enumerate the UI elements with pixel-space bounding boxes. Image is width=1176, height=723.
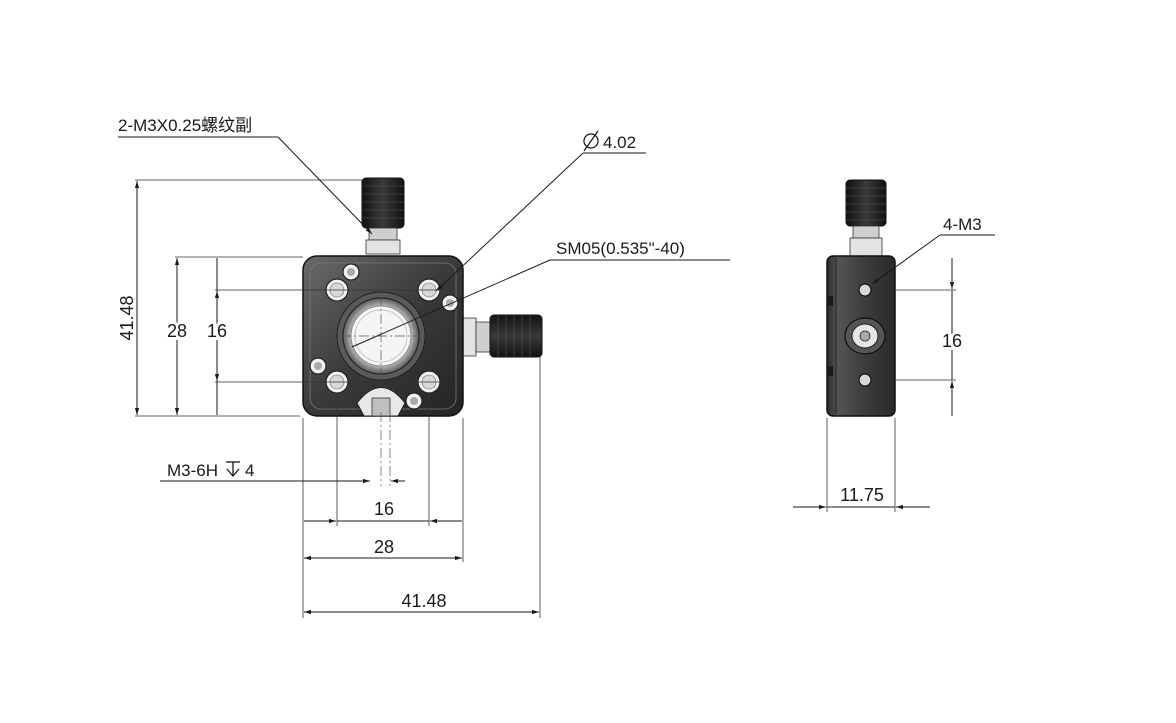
dim-width-mid: 28 — [374, 537, 394, 557]
depth-symbol-icon — [226, 461, 240, 477]
side-dim-hole-spacing: 16 — [942, 331, 962, 351]
callout-sm05: SM05(0.535"-40) — [556, 239, 685, 258]
side-hole — [858, 373, 872, 387]
bottom-slot — [356, 387, 406, 417]
side-view-knob — [845, 179, 887, 257]
dim-width-inner: 16 — [374, 499, 394, 519]
dim-height-inner: 16 — [207, 321, 227, 341]
side-adjuster-knob — [461, 314, 543, 358]
dim-height-mid: 28 — [167, 321, 187, 341]
top-adjuster-knob — [361, 177, 405, 255]
callout-thread: 2-M3X0.25螺纹副 — [118, 116, 252, 135]
front-view: 41.48 28 16 16 28 41.48 2-M3X0.25螺纹副 4.0… — [117, 116, 730, 618]
side-hole — [858, 283, 872, 297]
dim-height-outer: 41.48 — [117, 295, 137, 340]
callout-tap-depth: 4 — [245, 461, 254, 480]
callout-side-holes: 4-M3 — [943, 215, 982, 234]
callout-hole-diameter: 4.02 — [603, 133, 636, 152]
diameter-symbol-icon — [583, 130, 599, 152]
dim-width-outer: 41.48 — [401, 591, 446, 611]
callout-tap: M3-6H — [167, 461, 218, 480]
pivot-hole — [405, 392, 423, 410]
side-center-port — [844, 317, 886, 355]
side-view: 16 11.75 4-M3 — [793, 179, 995, 512]
pivot-hole — [309, 357, 327, 375]
pivot-hole — [441, 294, 459, 312]
side-dim-depth: 11.75 — [840, 485, 884, 505]
pivot-hole — [342, 263, 360, 281]
